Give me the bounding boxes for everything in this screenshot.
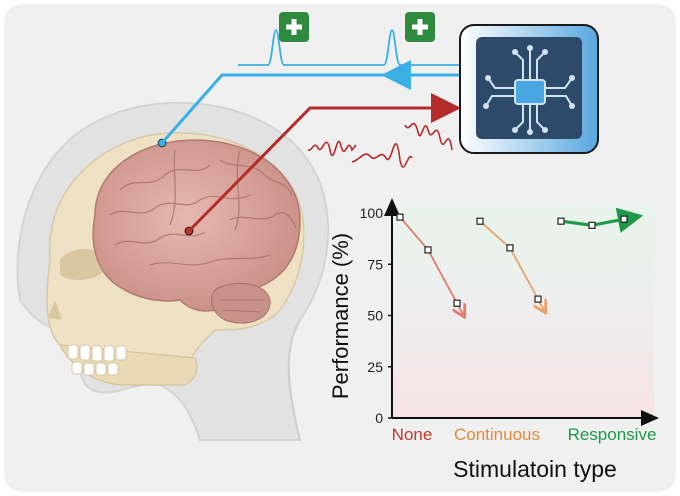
y-tick-label: 100 [360,205,384,221]
series-line-none [399,216,464,315]
data-point-none [424,246,432,254]
y-tick-label: 0 [375,410,383,426]
recording-arrow [187,93,461,233]
data-point-continuous [506,244,514,252]
human-head-brain-icon [16,101,330,441]
category-label-responsive: Responsive [568,425,657,444]
data-point-responsive [620,215,628,223]
data-point-responsive [557,217,565,225]
x-axis-label: Stimulatoin type [453,456,617,482]
category-label-none: None [392,425,433,444]
neural-signal-trace [307,122,453,168]
series-line-responsive [560,207,644,233]
y-tick-label: 25 [367,359,383,375]
stimulation-pulse-trace [238,29,460,66]
series-line-continuous [479,220,545,311]
y-axis-label: Performance (%) [328,233,353,399]
performance-chart: 0 25 50 75 100 Performance (%) None Continuo… [328,198,659,482]
microchip-icon [459,24,599,154]
plot-area [392,205,654,418]
y-tick-label: 50 [367,308,383,324]
category-label-continuous: Continuous [454,425,540,444]
data-point-responsive [588,221,596,229]
data-point-continuous [476,217,484,225]
data-point-none [396,213,404,221]
plus-badge-icon [279,12,309,42]
y-tick-label: 75 [367,256,383,272]
data-point-none [453,299,461,307]
data-point-continuous [534,295,542,303]
plus-badge-icon [405,12,435,42]
stimulation-line [160,73,460,144]
